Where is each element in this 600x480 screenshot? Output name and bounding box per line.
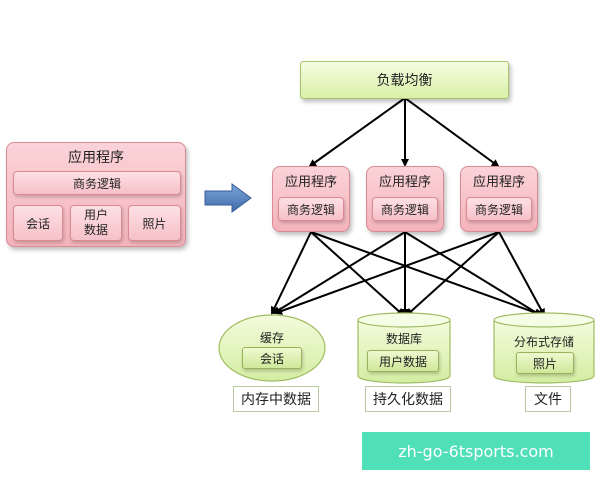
app-server-title: 应用程序 xyxy=(378,175,431,190)
caption-files-label: 文件 xyxy=(534,392,562,408)
monolith-photo: 照片 xyxy=(128,205,181,241)
app-server-2: 应用程序 商务逻辑 xyxy=(366,166,444,232)
database-user-data-label: 用户数据 xyxy=(378,354,427,369)
monolith-title: 应用程序 xyxy=(68,150,124,166)
database-cylinder-icon xyxy=(357,312,451,384)
monolith-session: 会话 xyxy=(13,205,63,241)
monolith-business-logic: 商务逻辑 xyxy=(13,171,181,195)
load-balancer-label: 负载均衡 xyxy=(376,73,433,89)
app-server-1: 应用程序 商务逻辑 xyxy=(272,166,350,232)
distributed-photo-label: 照片 xyxy=(532,356,557,371)
caption-files: 文件 xyxy=(525,386,571,412)
session-label: 会话 xyxy=(25,216,50,231)
app-server-logic: 商务逻辑 xyxy=(372,197,438,221)
user-data-label-1: 用户 xyxy=(83,208,108,222)
photo-label: 照片 xyxy=(142,216,167,231)
app-server-logic-label: 商务逻辑 xyxy=(286,202,335,217)
monolith-app: 应用程序 商务逻辑 会话 用户 数据 照片 xyxy=(6,142,186,247)
database-title: 数据库 xyxy=(385,332,422,346)
app-server-logic-label: 商务逻辑 xyxy=(474,202,523,217)
transform-arrow-icon xyxy=(204,183,252,213)
caption-in-memory: 内存中数据 xyxy=(233,386,319,412)
user-data-label-2: 数据 xyxy=(83,223,108,237)
app-server-logic: 商务逻辑 xyxy=(466,197,532,221)
distributed-photo: 照片 xyxy=(516,352,574,374)
caption-persistent-label: 持久化数据 xyxy=(373,392,443,408)
watermark-text: zh-go-6tsports.com xyxy=(398,441,554,461)
load-balancer: 负载均衡 xyxy=(300,61,509,99)
distributed-storage-title: 分布式存储 xyxy=(513,335,574,349)
app-server-logic-label: 商务逻辑 xyxy=(380,202,429,217)
app-server-logic: 商务逻辑 xyxy=(278,197,344,221)
business-logic-label: 商务逻辑 xyxy=(72,176,121,191)
monolith-user-data: 用户 数据 xyxy=(70,205,122,241)
app-server-3: 应用程序 商务逻辑 xyxy=(460,166,538,232)
cache-session: 会话 xyxy=(242,347,302,369)
database-user-data: 用户数据 xyxy=(367,350,439,372)
app-server-title: 应用程序 xyxy=(284,175,337,190)
cache-session-label: 会话 xyxy=(259,351,284,366)
app-server-title: 应用程序 xyxy=(472,175,525,190)
watermark-banner: zh-go-6tsports.com xyxy=(362,432,590,470)
cache-title: 缓存 xyxy=(259,331,284,345)
caption-persistent: 持久化数据 xyxy=(365,386,451,412)
caption-in-memory-label: 内存中数据 xyxy=(241,392,311,408)
